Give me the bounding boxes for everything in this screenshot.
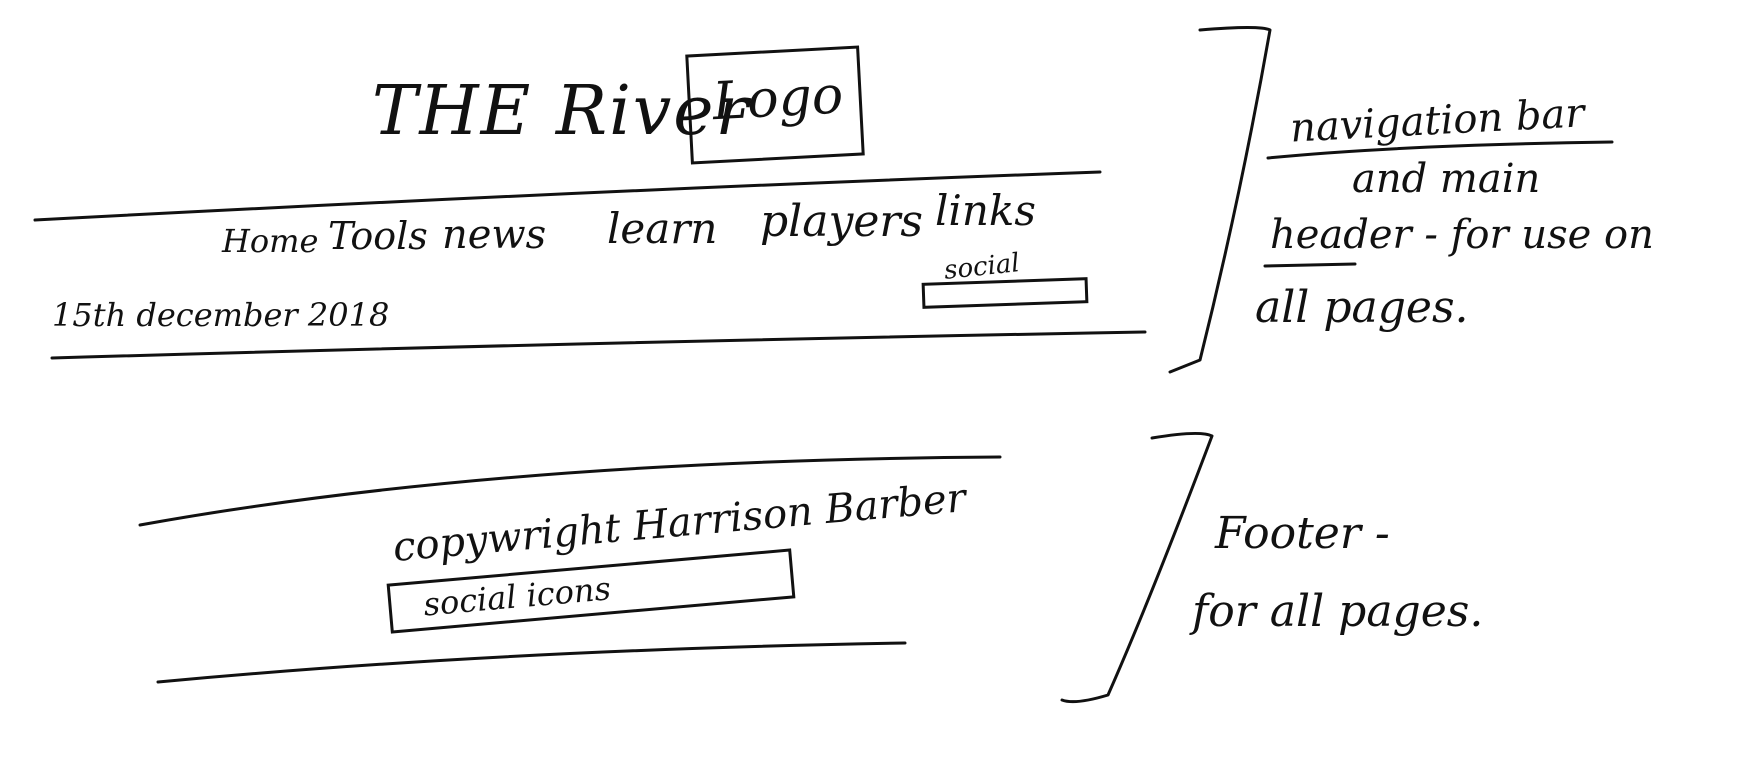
header-bracket: [1168, 26, 1272, 374]
nav-item-tools[interactable]: Tools: [328, 214, 428, 258]
nav-item-news[interactable]: news: [442, 212, 547, 258]
header-bottom-line: [50, 330, 1147, 360]
footer-bottom-line: [156, 641, 907, 684]
footer-social-icons-label: social icons: [421, 569, 613, 624]
note-header-line2: and main: [1352, 156, 1541, 202]
nav-item-players[interactable]: players: [760, 196, 923, 247]
nav-item-learn[interactable]: learn: [607, 204, 718, 253]
logo-label: Logo: [711, 65, 845, 133]
header-word-underline: [1263, 262, 1357, 268]
note-footer-line1: Footer -: [1215, 508, 1390, 559]
nav-item-home[interactable]: Home: [222, 222, 319, 260]
footer-top-line: [138, 455, 1002, 527]
nav-item-links[interactable]: links: [935, 186, 1036, 235]
nav-note-underline: [1266, 140, 1614, 160]
header-top-line: [33, 170, 1102, 222]
note-footer-line2: for all pages.: [1192, 586, 1484, 637]
note-header-line4: all pages.: [1255, 282, 1469, 333]
logo-box: Logo: [685, 45, 865, 165]
note-header-line3: header - for use on: [1270, 212, 1654, 258]
site-title: THE River: [372, 72, 751, 151]
header-date: 15th december 2018: [52, 296, 390, 334]
footer-bracket: [1060, 431, 1214, 704]
